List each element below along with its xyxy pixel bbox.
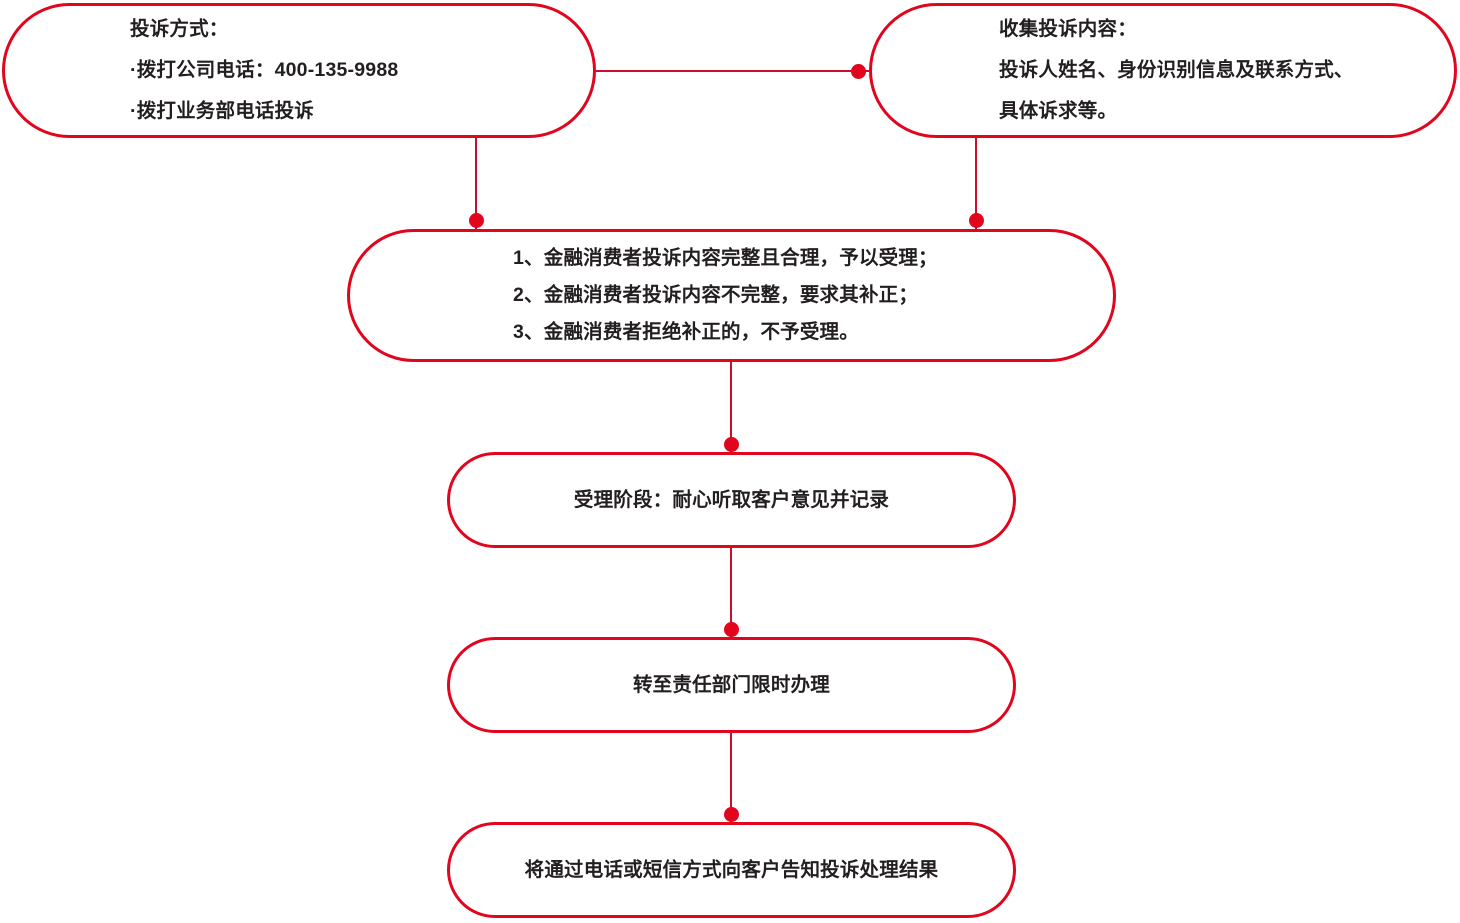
connector-dot-notify-top [724, 807, 739, 822]
connector-dot-transfer-top [724, 622, 739, 637]
node-notify-result: 将通过电话或短信方式向客户告知投诉处理结果 [447, 822, 1016, 918]
connector-rules-to-stage [730, 360, 732, 454]
connector-dot-rules-left-top [469, 213, 484, 228]
node-notify-result-label: 将通过电话或短信方式向客户告知投诉处理结果 [524, 859, 939, 881]
node-transfer-dept: 转至责任部门限时办理 [447, 637, 1016, 733]
node-acceptance-stage-label: 受理阶段：耐心听取客户意见并记录 [573, 489, 890, 511]
node-acceptance-rules-item-1: 1、金融消费者投诉内容完整且合理，予以受理； [513, 247, 938, 269]
connector-methods-to-collect [596, 70, 871, 72]
connector-transfer-to-notify [730, 731, 732, 824]
node-collect-content-line-2: 投诉人姓名、身份识别信息及联系方式、 [999, 59, 1354, 81]
connector-dot-rules-right-top [969, 213, 984, 228]
node-collect-content-line-3: 具体诉求等。 [999, 100, 1118, 122]
node-collect-content: 收集投诉内容： 投诉人姓名、身份识别信息及联系方式、 具体诉求等。 [869, 3, 1457, 138]
connector-stage-to-transfer [730, 546, 732, 639]
node-complaint-methods: 投诉方式： ·拨打公司电话：400-135-9988 ·拨打业务部电话投诉 [2, 3, 596, 138]
node-complaint-methods-line-3: ·拨打业务部电话投诉 [130, 100, 314, 122]
node-acceptance-rules-item-3: 3、金融消费者拒绝补正的，不予受理。 [513, 321, 859, 343]
node-complaint-methods-line-2: ·拨打公司电话：400-135-9988 [130, 59, 399, 81]
connector-collect-to-rules [975, 136, 977, 231]
connector-dot-collect-left [851, 64, 866, 79]
node-collect-content-line-1: 收集投诉内容： [999, 18, 1137, 40]
node-complaint-methods-line-1: 投诉方式： [130, 18, 229, 40]
connector-dot-stage-top [724, 437, 739, 452]
node-transfer-dept-label: 转至责任部门限时办理 [632, 674, 830, 696]
node-acceptance-rules-item-2: 2、金融消费者投诉内容不完整，要求其补正； [513, 284, 919, 306]
node-acceptance-stage: 受理阶段：耐心听取客户意见并记录 [447, 452, 1016, 548]
node-acceptance-rules: 1、金融消费者投诉内容完整且合理，予以受理； 2、金融消费者投诉内容不完整，要求… [347, 229, 1116, 362]
connector-methods-to-rules [475, 136, 477, 231]
